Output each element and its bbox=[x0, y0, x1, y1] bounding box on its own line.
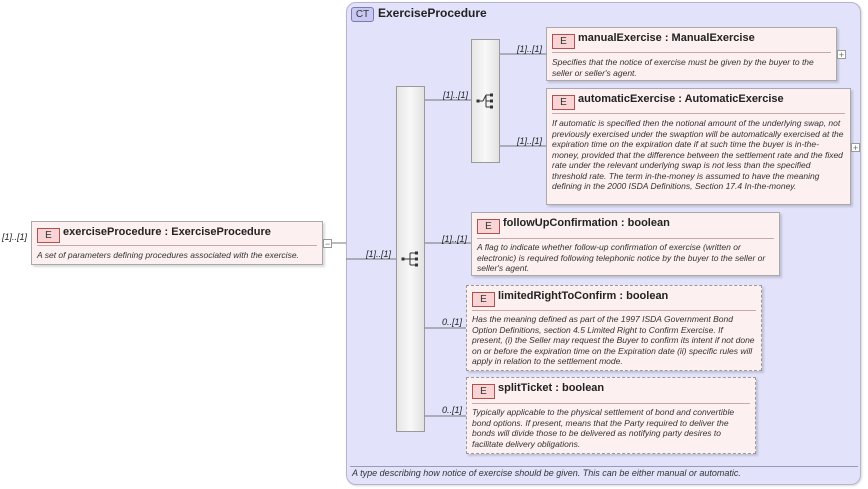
automatic-exercise-divider bbox=[552, 113, 845, 114]
manual-exercise-title: manualExercise : ManualExercise bbox=[578, 32, 755, 44]
collapse-toggle[interactable]: − bbox=[323, 239, 332, 249]
complex-type-divider bbox=[350, 466, 858, 467]
split-ticket-title: splitTicket : boolean bbox=[498, 382, 605, 394]
manual-exercise-element[interactable]: E manualExercise : ManualExercise Specif… bbox=[546, 27, 837, 81]
element-badge: E bbox=[37, 228, 60, 243]
manual-exercise-divider bbox=[552, 52, 831, 53]
expand-toggle[interactable]: + bbox=[851, 143, 860, 153]
limited-right-to-confirm-description: Has the meaning defined as part of the 1… bbox=[472, 314, 755, 366]
follow-up-confirmation-description: A flag to indicate whether follow-up con… bbox=[477, 242, 766, 273]
sequence-icon bbox=[401, 251, 418, 267]
complex-type-title: ExerciseProcedure bbox=[378, 6, 487, 20]
root-element-divider bbox=[37, 245, 317, 246]
root-element-description: A set of parameters defining procedures … bbox=[37, 250, 299, 260]
automatic-exercise-description: If automatic is specified then the notio… bbox=[552, 118, 844, 191]
split-ticket-description: Typically applicable to the physical set… bbox=[472, 407, 735, 449]
root-element-box[interactable]: E exerciseProcedure : ExerciseProcedure … bbox=[31, 221, 323, 265]
expand-toggle[interactable]: + bbox=[837, 50, 846, 60]
limited-right-to-confirm-title: limitedRightToConfirm : boolean bbox=[498, 290, 669, 302]
manual-exercise-description: Specifies that the notice of exercise mu… bbox=[552, 57, 814, 78]
choice-icon bbox=[476, 93, 493, 109]
element-badge: E bbox=[552, 95, 575, 110]
limited-right-to-confirm-multiplicity: 0..[1] bbox=[442, 317, 463, 327]
automatic-exercise-element[interactable]: E automaticExercise : AutomaticExercise … bbox=[546, 88, 851, 205]
element-badge: E bbox=[477, 219, 500, 234]
complex-type-badge: CT bbox=[351, 7, 374, 22]
follow-up-confirmation-divider bbox=[477, 238, 774, 239]
root-multiplicity: [1]..[1] bbox=[2, 232, 28, 242]
element-badge: E bbox=[472, 292, 495, 307]
follow-up-confirmation-multiplicity: [1]..[1] bbox=[442, 234, 468, 244]
follow-up-confirmation-title: followUpConfirmation : boolean bbox=[503, 217, 670, 229]
manual-exercise-multiplicity: [1]..[1] bbox=[517, 44, 543, 54]
split-ticket-element[interactable]: E splitTicket : boolean Typically applic… bbox=[466, 377, 756, 454]
automatic-exercise-title: automaticExercise : AutomaticExercise bbox=[578, 93, 784, 105]
sequence-multiplicity: [1]..[1] bbox=[366, 249, 392, 259]
complex-type-description: A type describing how notice of exercise… bbox=[352, 468, 741, 478]
automatic-exercise-multiplicity: [1]..[1] bbox=[517, 136, 543, 146]
follow-up-confirmation-element[interactable]: E followUpConfirmation : boolean A flag … bbox=[471, 212, 780, 276]
root-element-title: exerciseProcedure : ExerciseProcedure bbox=[63, 226, 271, 238]
limited-right-to-confirm-element[interactable]: E limitedRightToConfirm : boolean Has th… bbox=[466, 285, 762, 371]
choice-multiplicity: [1]..[1] bbox=[443, 90, 469, 100]
element-badge: E bbox=[552, 34, 575, 49]
limited-right-to-confirm-divider bbox=[472, 310, 756, 311]
split-ticket-multiplicity: 0..[1] bbox=[442, 405, 463, 415]
split-ticket-divider bbox=[472, 403, 750, 404]
element-badge: E bbox=[472, 384, 495, 399]
